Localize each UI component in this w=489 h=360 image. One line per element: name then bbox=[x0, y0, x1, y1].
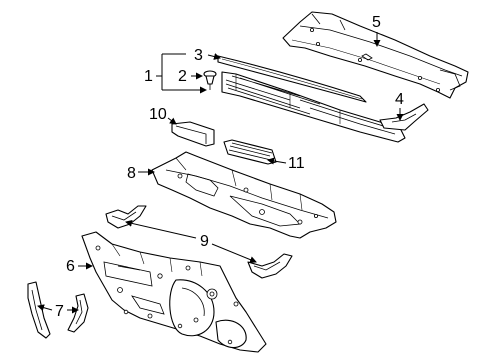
callout-5: 5 bbox=[372, 14, 381, 31]
push-pin-retainer bbox=[203, 70, 217, 90]
cowl-top-panel bbox=[282, 11, 469, 99]
callout-11: 11 bbox=[288, 155, 305, 172]
screen-insert bbox=[223, 139, 277, 165]
callout-7: 7 bbox=[55, 303, 64, 320]
callout-1: 1 bbox=[144, 68, 153, 85]
lower-brace-right bbox=[67, 293, 89, 333]
dash-panel bbox=[81, 231, 267, 353]
callout-6: 6 bbox=[66, 258, 75, 275]
callout-3: 3 bbox=[194, 47, 203, 64]
callout-9: 9 bbox=[200, 233, 209, 250]
weatherstrip-seal bbox=[217, 55, 367, 103]
lower-brace-left bbox=[27, 281, 51, 339]
callout-2: 2 bbox=[178, 68, 187, 85]
cowl-vent-grille bbox=[221, 71, 406, 143]
callout-8: 8 bbox=[127, 165, 136, 182]
small-cover bbox=[171, 121, 215, 147]
callout-10: 10 bbox=[149, 106, 167, 123]
upper-bracket-right bbox=[247, 253, 293, 279]
plenum-panel bbox=[151, 151, 337, 239]
upper-bracket-left bbox=[105, 205, 147, 229]
callout-4: 4 bbox=[395, 91, 404, 108]
side-bracket bbox=[379, 103, 429, 131]
